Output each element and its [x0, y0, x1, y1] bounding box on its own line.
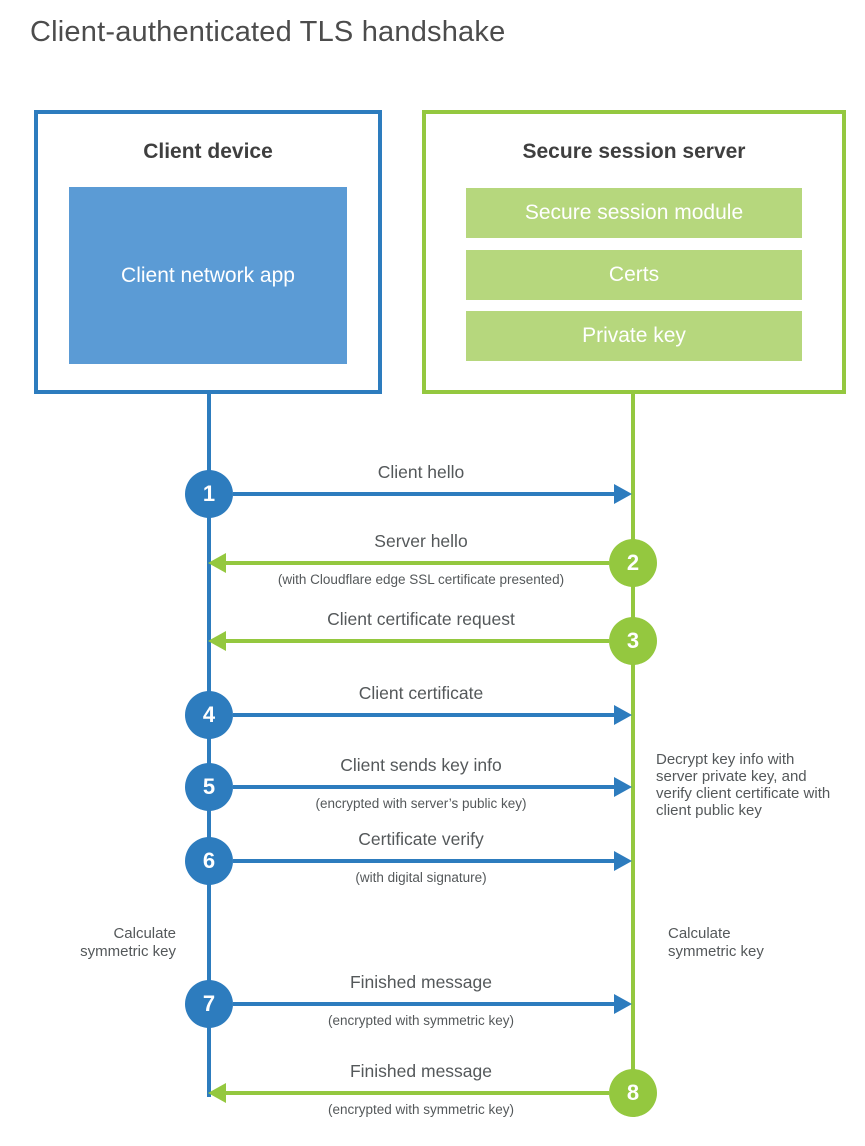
step-7-arrow-shaft	[233, 1002, 616, 1006]
step-5-number: 5	[202, 774, 216, 799]
step-4-badge: 4	[185, 691, 233, 739]
step-3-label: Client certificate request	[327, 609, 515, 629]
step-7-badge: 7	[185, 980, 233, 1028]
client-device-box: Client device Client network app	[34, 110, 382, 394]
step-5-badge: 5	[185, 763, 233, 811]
certs-bar: Certs	[466, 250, 802, 300]
client-device-title: Client device	[143, 140, 273, 163]
step-2-arrowhead-icon	[208, 553, 226, 573]
step-7-number: 7	[202, 991, 216, 1016]
step-5-label: Client sends key info	[340, 755, 502, 775]
step-2-arrow-shaft	[226, 561, 609, 565]
step-1-number: 1	[202, 481, 216, 506]
step-6-arrowhead-icon	[614, 851, 632, 871]
step-1-label: Client hello	[377, 462, 465, 482]
step-7-sublabel: (encrypted with symmetric key)	[327, 1013, 515, 1028]
client-network-app-box: Client network app	[69, 187, 347, 364]
step-8-badge: 8	[609, 1069, 657, 1117]
step-8-label: Finished message	[349, 1061, 493, 1081]
step-6-number: 6	[202, 848, 216, 873]
step-2-number: 2	[626, 550, 640, 575]
step-6-label: Certificate verify	[358, 829, 484, 849]
server-decrypt-note: Decrypt key info with server private key…	[656, 751, 831, 819]
step-4-label: Client certificate	[358, 683, 484, 703]
client-lifeline	[207, 394, 211, 1097]
step-7-label: Finished message	[349, 972, 493, 992]
step-8-arrow-shaft	[226, 1091, 609, 1095]
step-2-label: Server hello	[374, 531, 468, 551]
step-2-sublabel: (with Cloudflare edge SSL certificate pr…	[277, 572, 565, 587]
secure-session-server-box: Secure session server Secure session mod…	[422, 110, 846, 394]
step-6-sublabel: (with digital signature)	[355, 870, 487, 885]
step-4-arrowhead-icon	[614, 705, 632, 725]
step-3-arrow-shaft	[226, 639, 609, 643]
step-5-sublabel: (encrypted with server’s public key)	[315, 796, 527, 811]
private-key-bar: Private key	[466, 311, 802, 361]
step-8-number: 8	[626, 1080, 640, 1105]
server-calculate-symmetric-key-note: Calculate symmetric key	[668, 925, 764, 960]
step-1-arrowhead-icon	[614, 484, 632, 504]
client-network-app-label: Client network app	[121, 263, 295, 287]
step-1-arrow-shaft	[233, 492, 616, 496]
step-8-arrowhead-icon	[208, 1083, 226, 1103]
step-4-number: 4	[202, 702, 216, 727]
step-6-badge: 6	[185, 837, 233, 885]
secure-session-server-title: Secure session server	[522, 140, 746, 163]
step-3-arrowhead-icon	[208, 631, 226, 651]
step-8-sublabel: (encrypted with symmetric key)	[327, 1102, 515, 1117]
step-6-arrow-shaft	[233, 859, 616, 863]
page-title: Client-authenticated TLS handshake	[30, 16, 506, 48]
step-5-arrow-shaft	[233, 785, 616, 789]
step-1-badge: 1	[185, 470, 233, 518]
step-5-arrowhead-icon	[614, 777, 632, 797]
step-2-badge: 2	[609, 539, 657, 587]
step-3-number: 3	[626, 628, 640, 653]
step-4-arrow-shaft	[233, 713, 616, 717]
step-3-badge: 3	[609, 617, 657, 665]
client-calculate-symmetric-key-note: Calculate symmetric key	[80, 925, 176, 960]
secure-session-module-bar: Secure session module	[466, 188, 802, 238]
step-7-arrowhead-icon	[614, 994, 632, 1014]
server-lifeline	[631, 394, 635, 1093]
